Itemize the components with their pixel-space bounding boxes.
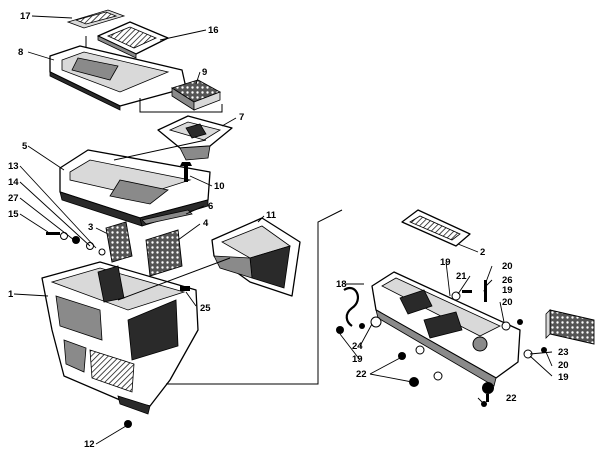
label-19c: 19: [352, 354, 363, 365]
label-16: 16: [208, 25, 219, 36]
part-11-intake-duct: [211, 217, 301, 297]
label-10: 10: [214, 181, 225, 192]
label-26: 26: [502, 275, 513, 286]
part-10-screw: [180, 162, 192, 182]
label-22b: 22: [506, 393, 517, 404]
label-11: 11: [266, 210, 277, 221]
leader-lines: [13, 15, 553, 445]
label-14: 14: [8, 177, 19, 188]
assembly-frame-lines: [85, 36, 343, 385]
part-18-hose: [343, 287, 360, 327]
label-5: 5: [22, 141, 28, 152]
label-25: 25: [200, 303, 211, 314]
part-7-funnel-adapter: [157, 115, 233, 161]
label-27: 27: [8, 193, 19, 204]
label-3: 3: [88, 222, 93, 233]
part-4-screen-right: [145, 229, 183, 277]
label-20c: 20: [558, 360, 569, 371]
label-24: 24: [352, 341, 363, 352]
label-23: 23: [558, 347, 569, 358]
part-9-filter-block: [170, 79, 222, 111]
part-2-gasket: [401, 209, 471, 247]
intake-silencer-assembly: [371, 271, 521, 387]
label-2: 2: [480, 247, 485, 258]
label-22a: 22: [356, 369, 367, 380]
label-20b: 20: [502, 297, 513, 308]
label-21: 21: [456, 271, 467, 282]
part-number-labels: 17 16 8 9 7 5 13 14 27 15 10 6 3 4 11 1 …: [8, 11, 569, 450]
label-6: 6: [208, 201, 213, 212]
part-3-screen-left: [105, 221, 133, 263]
label-7: 7: [239, 112, 244, 123]
label-13: 13: [8, 161, 19, 172]
label-18: 18: [336, 279, 347, 290]
label-19d: 19: [558, 372, 569, 383]
label-17: 17: [20, 11, 31, 22]
label-15: 15: [8, 209, 19, 220]
label-4: 4: [203, 218, 209, 229]
label-12: 12: [84, 439, 95, 450]
label-19b: 19: [502, 285, 513, 296]
label-1: 1: [8, 289, 14, 300]
fasteners-right: [336, 280, 547, 407]
part-6-gasket: [141, 209, 193, 225]
part-8-lid-cover: [49, 45, 187, 111]
part-1-airbox-housing: [41, 261, 199, 415]
label-19a: 19: [440, 257, 451, 268]
part-17-grille-plate: [66, 9, 126, 29]
label-9: 9: [202, 67, 207, 78]
part-25-clip: [180, 286, 190, 291]
part-23-foam-block: [545, 309, 595, 345]
label-8: 8: [18, 47, 23, 58]
fasteners-left: [46, 232, 106, 256]
label-20a: 20: [502, 261, 513, 272]
